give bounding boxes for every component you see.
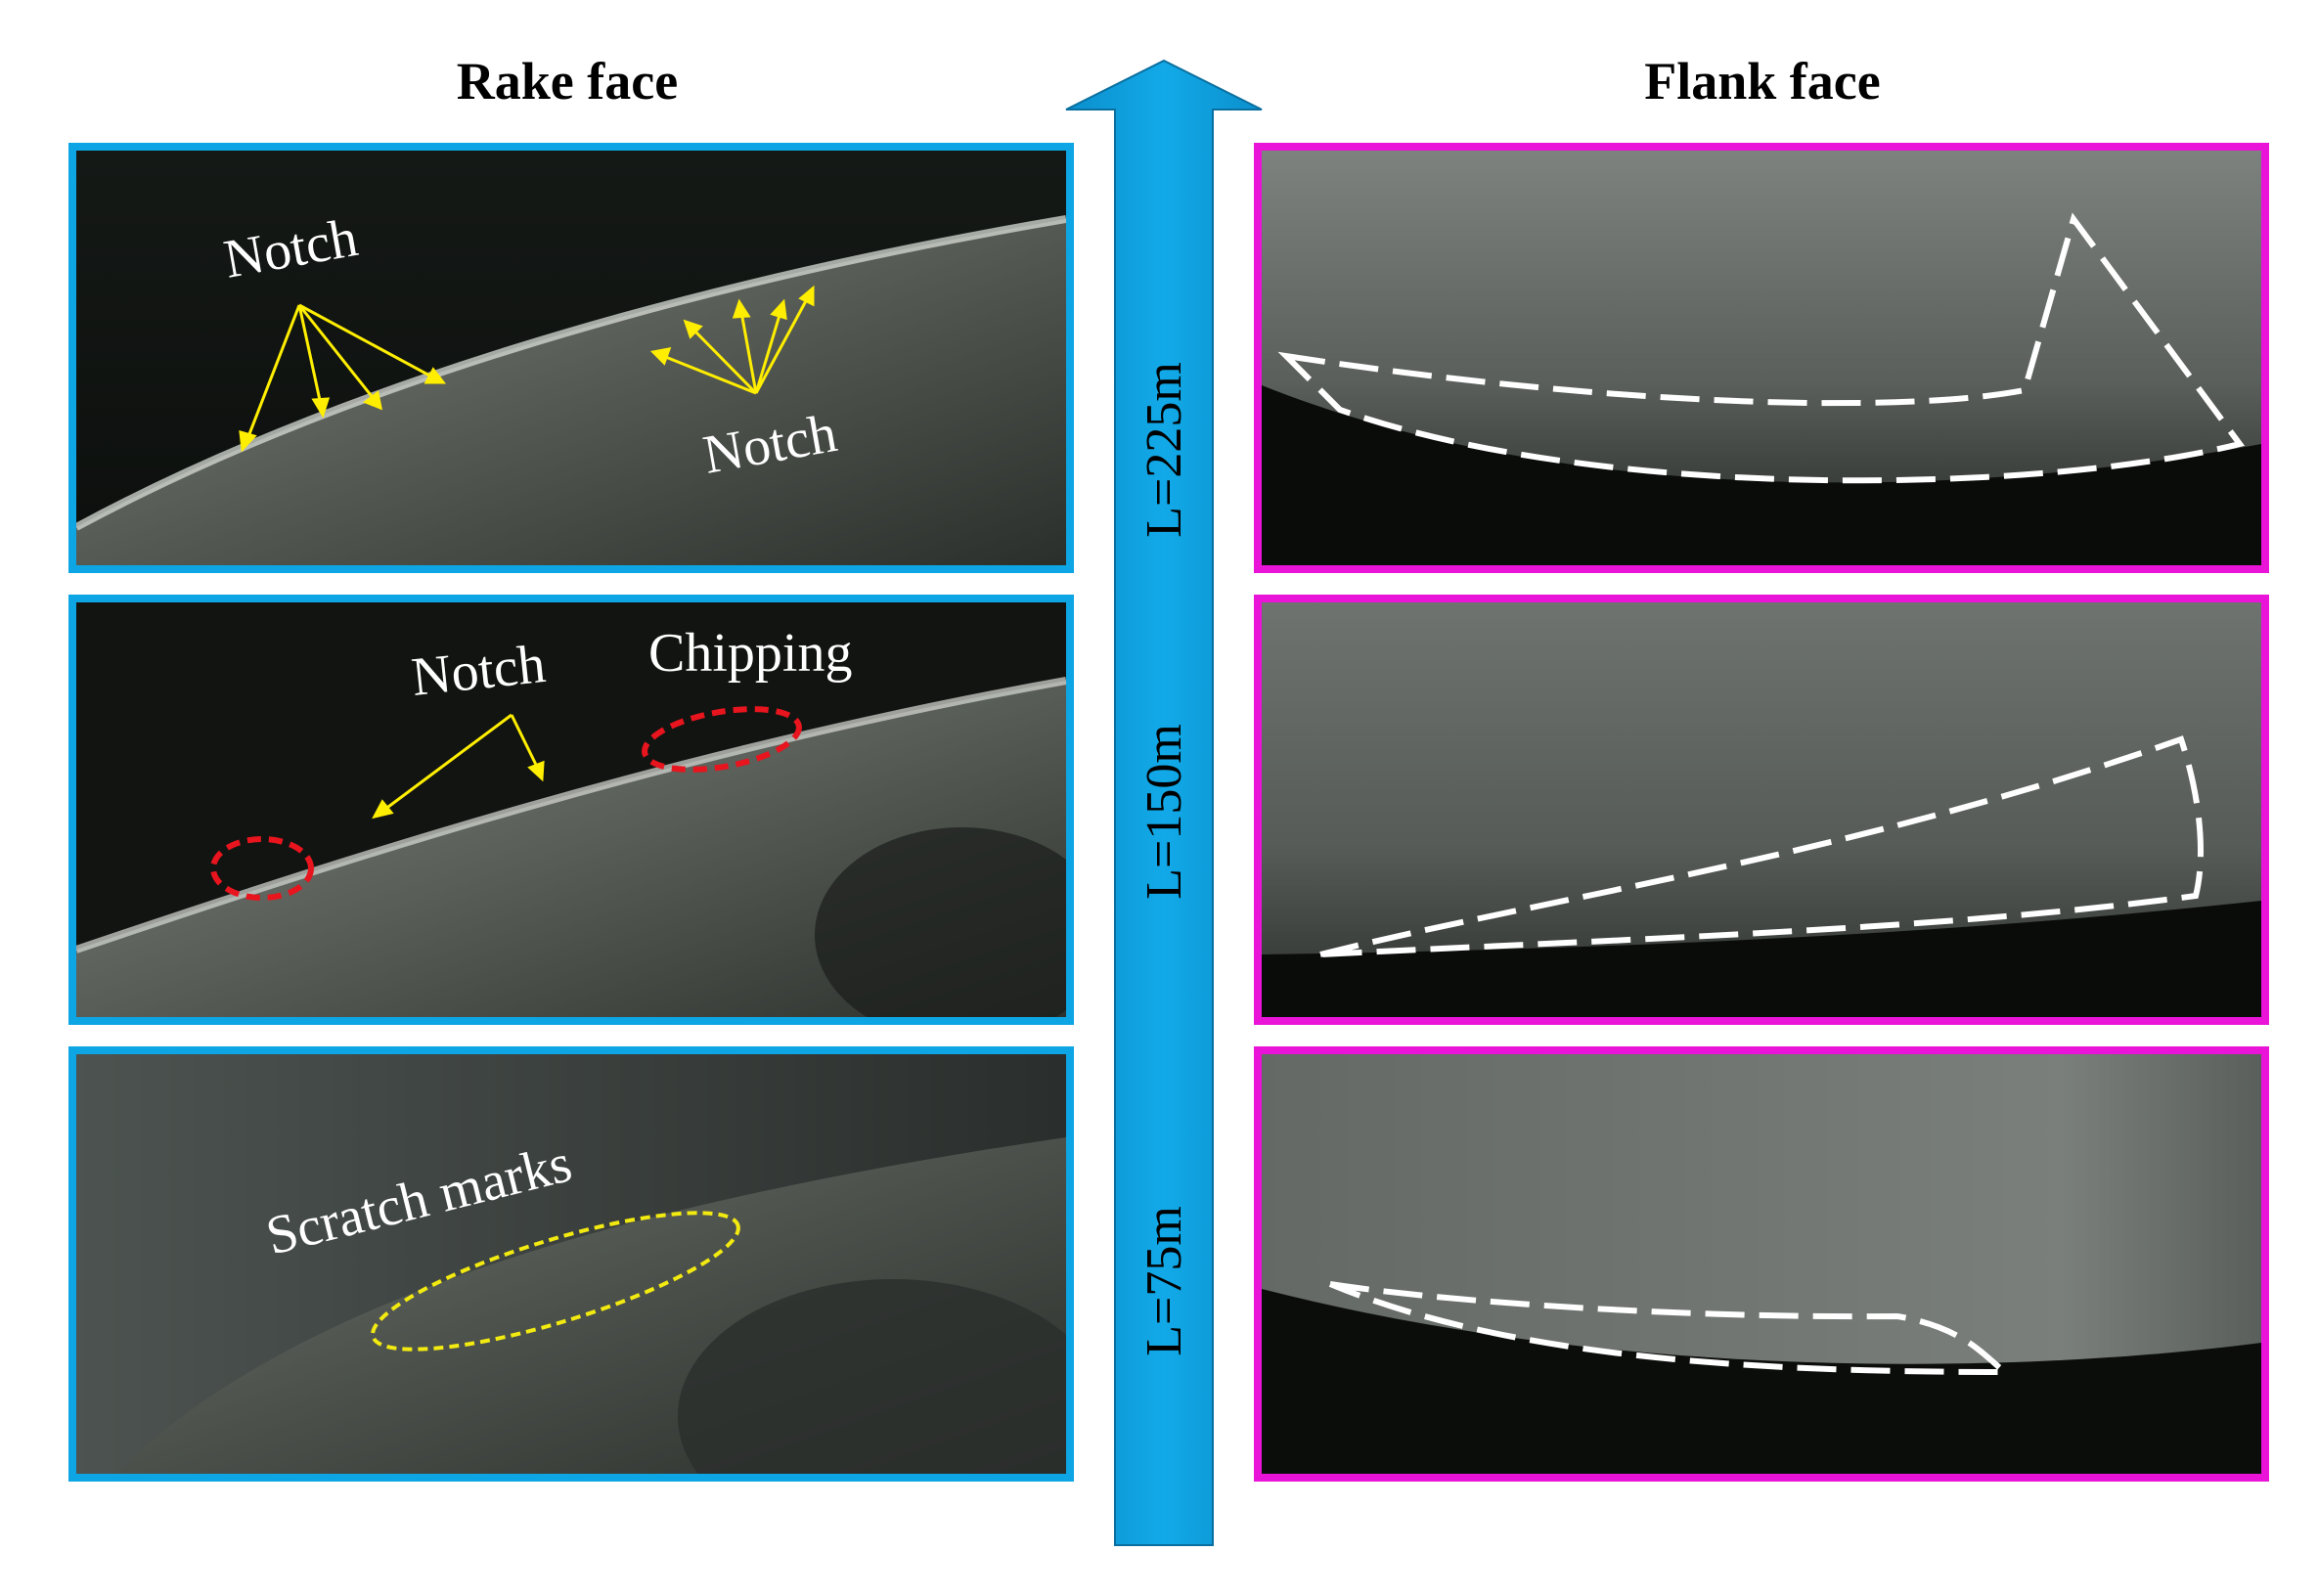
flank-wear-outline — [1319, 735, 2204, 957]
notch-arrows — [239, 285, 815, 453]
chipping-ellipse-1 — [210, 836, 314, 901]
notch-arrows — [372, 713, 545, 820]
chipping-label: Chipping — [648, 623, 852, 684]
flank-panel-75 — [1254, 1046, 2269, 1482]
cutting-length-arrow: L=225m L=150m L=75m — [1065, 59, 1263, 1546]
flank-surface — [1262, 151, 2261, 483]
distance-label-75: L=75m — [1137, 1206, 1192, 1356]
arrow-shape — [1065, 59, 1263, 1546]
rake-face-title: Rake face — [456, 52, 679, 111]
flank-panel-225 — [1254, 143, 2269, 573]
distance-label-150: L=150m — [1137, 724, 1192, 900]
flank-wear-outline — [1328, 1281, 2014, 1376]
rake-panel-150: Notch Chipping — [68, 595, 1074, 1025]
rake-panel-225: Notch Notch — [68, 143, 1074, 573]
tool-surface — [76, 219, 1066, 565]
flank-panel-150 — [1254, 595, 2269, 1025]
notch-label: Notch — [409, 634, 549, 708]
rake-panel-75: Scratch marks — [68, 1046, 1074, 1482]
flank-wear-outline — [1277, 212, 2246, 484]
chipping-ellipse-2 — [642, 706, 802, 773]
flank-face-title: Flank face — [1644, 52, 1881, 111]
scratch-marks-ellipse — [371, 1211, 740, 1352]
distance-label-225: L=225m — [1137, 362, 1192, 538]
flank-surface — [1262, 602, 2261, 954]
flank-surface — [1262, 1054, 2261, 1364]
